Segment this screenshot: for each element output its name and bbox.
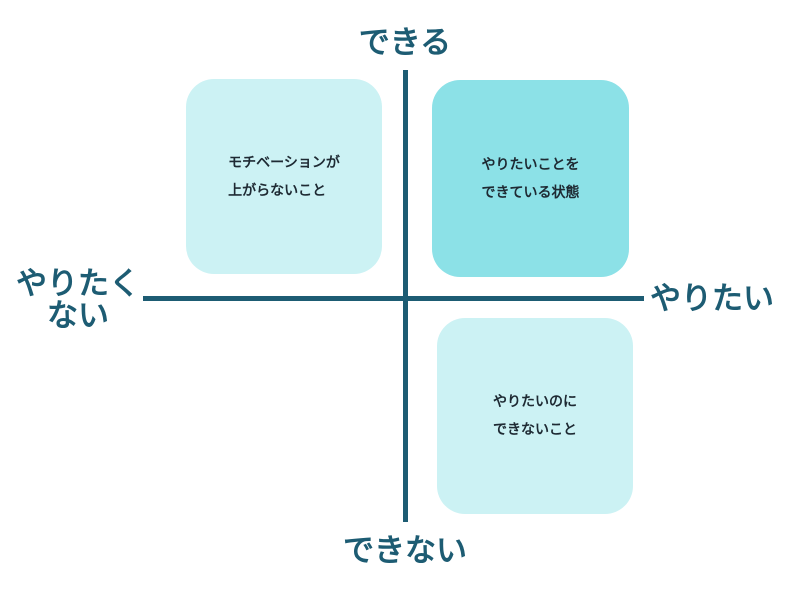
quadrant-top-right: やりたいことを できている状態 xyxy=(432,80,629,277)
quadrant-top-left-line2: 上がらないこと xyxy=(228,182,327,199)
quadrant-top-left-line1: モチベーションが xyxy=(228,154,340,171)
quadrant-bottom-right-text: やりたいのに できないこと xyxy=(493,388,577,444)
quadrant-top-right-text: やりたいことを できている状態 xyxy=(482,151,580,207)
axis-label-top: できる xyxy=(358,25,452,61)
quadrant-bottom-right-line2: できないこと xyxy=(493,422,577,438)
vertical-axis-line xyxy=(403,70,408,522)
axis-label-left: やりたく ない xyxy=(8,268,148,332)
axis-label-bottom: できない xyxy=(343,533,467,569)
quadrant-top-left-text: モチベーションが 上がらないこと xyxy=(228,149,340,205)
axis-label-right: やりたい xyxy=(650,281,774,317)
quadrant-bottom-right: やりたいのに できないこと xyxy=(437,318,633,514)
horizontal-axis-line xyxy=(143,296,644,301)
axis-label-left-line2: ない xyxy=(47,298,109,334)
quadrant-bottom-right-line1: やりたいのに xyxy=(493,394,577,410)
axis-label-left-line1: やりたく xyxy=(16,266,140,302)
quadrant-top-right-line2: できている状態 xyxy=(481,184,580,201)
quadrant-top-left: モチベーションが 上がらないこと xyxy=(186,79,382,274)
quadrant-top-right-line1: やりたいことを xyxy=(481,156,580,173)
